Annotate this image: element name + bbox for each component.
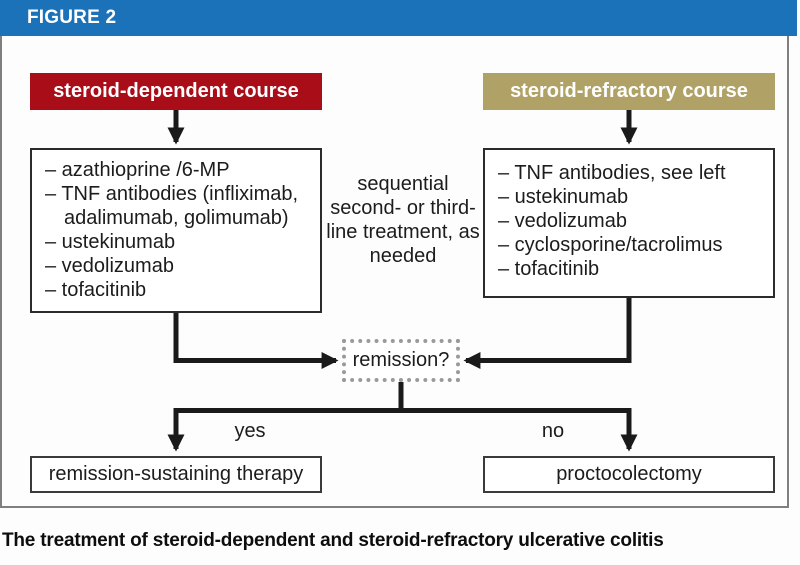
refractory-treatment-list: – TNF antibodies, see left – ustekinumab… [483, 148, 775, 298]
note-line: sequential [357, 173, 449, 195]
remission-decision-box: remission? [342, 339, 460, 382]
no-branch-label: no [541, 420, 565, 442]
note-line: line treatment, as [326, 221, 480, 243]
list-item: – cyclosporine/tacrolimus [498, 234, 723, 256]
steroid-refractory-course-header: steroid-refractory course [483, 73, 775, 110]
sequential-treatment-note: sequential second- or third- line treatm… [318, 172, 488, 268]
steroid-dependent-course-header: steroid-dependent course [30, 73, 322, 110]
list-item: – vedolizumab [498, 210, 627, 232]
note-line: second- or third- [330, 197, 476, 219]
list-item: – azathioprine /6-MP [45, 159, 230, 181]
yes-branch-label: yes [234, 420, 266, 442]
remission-sustaining-therapy-box: remission-sustaining therapy [30, 456, 322, 493]
proctocolectomy-box: proctocolectomy [483, 456, 775, 493]
list-item: – ustekinumab [45, 231, 176, 253]
figure-label: FIGURE 2 [27, 7, 117, 28]
figure-header-bar: FIGURE 2 [0, 0, 797, 36]
list-item: – ustekinumab [498, 186, 629, 208]
note-line: needed [369, 245, 437, 267]
list-item: – vedolizumab [45, 255, 174, 277]
list-item: – TNF antibodies (infliximab, adalimumab… [45, 183, 299, 229]
dependent-treatment-list: – azathioprine /6-MP – TNF antibodies (i… [30, 148, 322, 313]
list-item: – tofacitinib [498, 258, 600, 280]
list-item: – tofacitinib [45, 279, 147, 301]
list-item: – TNF antibodies, see left [498, 162, 726, 184]
diagram-frame [0, 36, 789, 508]
figure-caption: The treatment of steroid-dependent and s… [2, 530, 664, 551]
